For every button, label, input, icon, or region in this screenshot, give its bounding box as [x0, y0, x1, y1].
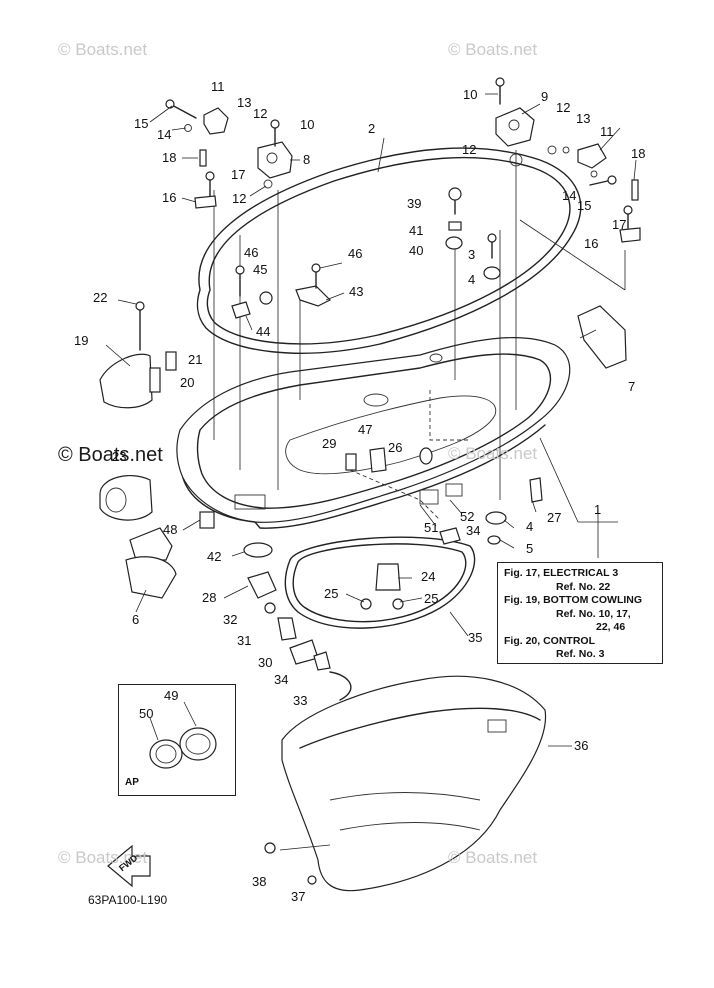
callout-label[interactable]: 46: [348, 246, 363, 261]
watermark: © Boats.net: [448, 40, 538, 59]
callout-label[interactable]: 17: [612, 217, 627, 232]
handle-7: [577, 305, 627, 369]
bottom-cowling-body: [176, 336, 571, 529]
callout-label[interactable]: 13: [237, 95, 252, 110]
callout-label[interactable]: 32: [223, 612, 238, 627]
callout-label[interactable]: 8: [303, 152, 311, 167]
watermark: © Boats.net: [448, 444, 538, 463]
callout-label[interactable]: 16: [162, 190, 177, 205]
left-bracket: [99, 301, 177, 409]
callout-label[interactable]: 16: [584, 236, 599, 251]
callout-label[interactable]: 3: [468, 247, 476, 262]
callout-label[interactable]: 30: [258, 655, 273, 670]
callout-label[interactable]: 34: [466, 523, 481, 538]
callout-label[interactable]: 4: [526, 519, 534, 534]
assembly-lines: [213, 150, 626, 558]
callout-label[interactable]: 11: [211, 79, 225, 94]
callout-label[interactable]: 10: [463, 87, 478, 102]
diagram-code: 63PA100-L190: [88, 893, 168, 907]
callout-label[interactable]: 51: [424, 520, 439, 535]
callout-label[interactable]: 27: [547, 510, 562, 525]
ref-line[interactable]: Fig. 20, CONTROL: [504, 634, 596, 647]
middle-hardware: [231, 263, 332, 319]
callout-label[interactable]: 25: [424, 591, 439, 606]
callout-label[interactable]: 35: [468, 630, 483, 645]
callout-label[interactable]: 20: [180, 375, 195, 390]
callout-label[interactable]: 43: [349, 284, 364, 299]
callout-label[interactable]: 34: [274, 672, 289, 687]
callout-label[interactable]: 47: [358, 422, 373, 437]
callout-label[interactable]: 46: [244, 245, 259, 260]
watermark: © Boats.net: [58, 848, 148, 867]
watermark: © Boats.net: [448, 848, 538, 867]
reference-box: Fig. 17, ELECTRICAL 3 Ref. No. 22 Fig. 1…: [497, 562, 663, 664]
callout-label[interactable]: 10: [300, 117, 315, 132]
callout-label[interactable]: 37: [291, 889, 306, 904]
callout-label[interactable]: 18: [162, 150, 177, 165]
callout-label[interactable]: 12: [556, 100, 571, 115]
ap-inset: AP: [118, 684, 236, 796]
callout-label[interactable]: 26: [388, 440, 403, 455]
callout-label[interactable]: 12: [462, 142, 477, 157]
ref-line[interactable]: Fig. 19, BOTTOM COWLING: [504, 594, 643, 606]
callout-label[interactable]: 17: [231, 167, 246, 182]
ref-line[interactable]: Fig. 17, ELECTRICAL 3: [504, 567, 619, 579]
upper-left-hardware: [165, 99, 293, 209]
ref-line: 22, 46: [596, 621, 626, 633]
callout-label[interactable]: 29: [322, 436, 337, 451]
fwd-arrow-icon: [107, 844, 151, 888]
watermark: © Boats.net: [58, 40, 148, 59]
callout-label[interactable]: 19: [74, 333, 89, 348]
callout-label[interactable]: 1: [594, 502, 602, 517]
ref-line: Ref. No. 10, 17,: [556, 607, 631, 620]
callout-label[interactable]: 18: [631, 146, 646, 161]
center-hardware: [247, 447, 543, 701]
callout-label[interactable]: 33: [293, 693, 308, 708]
callout-label[interactable]: 38: [252, 874, 267, 889]
callout-label[interactable]: 24: [421, 569, 436, 584]
callout-label[interactable]: 9: [541, 89, 549, 104]
callout-label[interactable]: 23: [112, 449, 127, 464]
callout-label[interactable]: 6: [132, 612, 140, 627]
callout-label[interactable]: 50: [139, 706, 154, 721]
callout-label[interactable]: 14: [562, 188, 577, 203]
callout-label[interactable]: 15: [134, 116, 149, 131]
callout-label[interactable]: 39: [407, 196, 422, 211]
callout-label[interactable]: 7: [628, 379, 636, 394]
callout-label[interactable]: 21: [188, 352, 203, 367]
callout-label[interactable]: 42: [207, 549, 222, 564]
callout-label[interactable]: 40: [409, 243, 424, 258]
lower-apron: [264, 675, 547, 892]
callout-label[interactable]: 45: [253, 262, 268, 277]
callout-label[interactable]: 36: [574, 738, 589, 753]
inset-label: AP: [125, 777, 139, 788]
callout-label[interactable]: 13: [576, 111, 591, 126]
callout-label[interactable]: 31: [237, 633, 252, 648]
callout-label[interactable]: 5: [526, 541, 534, 556]
callout-label[interactable]: 15: [577, 198, 592, 213]
callout-label[interactable]: 12: [232, 191, 247, 206]
left-lower-hardware: [99, 475, 273, 599]
callout-label[interactable]: 25: [324, 586, 339, 601]
callout-label[interactable]: 22: [93, 290, 108, 305]
callout-label[interactable]: 49: [164, 688, 179, 703]
callout-label[interactable]: 11: [600, 124, 614, 139]
callout-label[interactable]: 14: [157, 127, 172, 142]
upper-right-hardware: [445, 77, 641, 280]
ref-line: Ref. No. 3: [556, 648, 605, 660]
watermark: © Boats.net: [58, 444, 163, 466]
callout-label[interactable]: 48: [163, 522, 178, 537]
callout-label[interactable]: 44: [256, 324, 271, 339]
callout-label[interactable]: 2: [368, 121, 376, 136]
callout-label[interactable]: 12: [253, 106, 268, 121]
callout-label[interactable]: 28: [202, 590, 217, 605]
callout-leaders: [105, 93, 637, 747]
ap-inset-parts: [149, 701, 217, 769]
callout-label[interactable]: 41: [409, 223, 424, 238]
callout-label[interactable]: 4: [468, 272, 476, 287]
ref-line: Ref. No. 22: [556, 580, 611, 593]
callout-label[interactable]: 52: [460, 509, 475, 524]
